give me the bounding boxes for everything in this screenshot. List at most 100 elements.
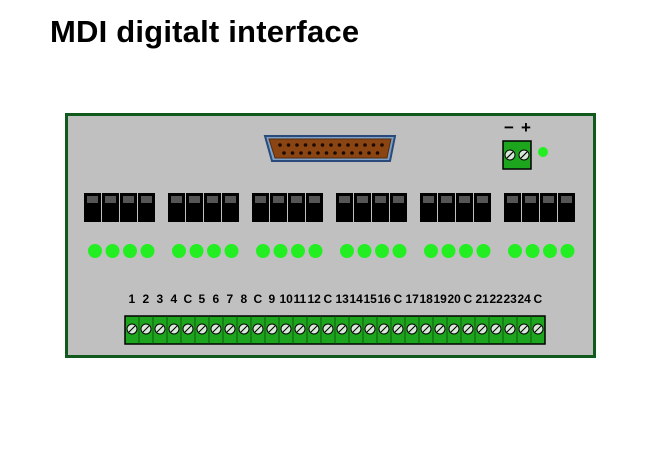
screw-slot bbox=[436, 325, 444, 333]
status-led bbox=[207, 244, 221, 258]
screw-slot bbox=[366, 325, 374, 333]
db25-pin bbox=[324, 151, 329, 155]
terminal-pin-label: 10 bbox=[279, 292, 293, 306]
terminal-pin-label: 1 bbox=[128, 292, 136, 306]
terminal-pin-label: 8 bbox=[240, 292, 248, 306]
db25-pin bbox=[341, 151, 346, 155]
status-led bbox=[441, 244, 456, 258]
db25-pin bbox=[290, 151, 295, 155]
db25-pin bbox=[350, 151, 354, 155]
terminal-pin-label: 9 bbox=[268, 292, 276, 306]
db25-connector bbox=[263, 135, 397, 162]
terminal-pin-label: C bbox=[533, 292, 543, 306]
screw-slot bbox=[282, 325, 290, 333]
screw-slot bbox=[156, 325, 164, 333]
screw-slot bbox=[268, 325, 276, 333]
screw-slot bbox=[394, 325, 402, 333]
relay-notch bbox=[291, 196, 302, 203]
screw-slot bbox=[478, 325, 486, 333]
terminal-pin-label: 21 bbox=[475, 292, 489, 306]
status-led bbox=[308, 244, 323, 258]
terminal-pin-label: 15 bbox=[363, 292, 377, 306]
db25-pin bbox=[286, 143, 291, 147]
board-diagram bbox=[84, 135, 575, 345]
relay-notch bbox=[255, 196, 266, 203]
db25-pin bbox=[316, 151, 320, 155]
relay-notch bbox=[189, 196, 200, 203]
power-terminal bbox=[502, 140, 548, 170]
screw-slot bbox=[352, 325, 360, 333]
screw-slot bbox=[324, 325, 332, 333]
terminal-pin-label: 3 bbox=[156, 292, 164, 306]
db25-pin bbox=[358, 151, 363, 155]
db25-pin bbox=[346, 143, 350, 147]
relay-notch bbox=[525, 196, 536, 203]
status-led bbox=[273, 244, 288, 258]
db25-pin bbox=[278, 143, 282, 147]
status-led bbox=[88, 244, 102, 258]
screw-slot bbox=[534, 325, 542, 333]
db25-pin bbox=[303, 143, 308, 147]
db25-pin bbox=[380, 143, 384, 147]
db25-pin bbox=[307, 151, 312, 155]
db25-pin bbox=[371, 143, 376, 147]
page-title: MDI digitalt interface bbox=[50, 14, 360, 49]
status-led bbox=[256, 244, 270, 258]
db25-pin bbox=[295, 143, 299, 147]
status-led bbox=[140, 244, 155, 258]
terminal-pin-label: C bbox=[393, 292, 403, 306]
status-led bbox=[224, 244, 239, 258]
status-led bbox=[424, 244, 438, 258]
terminal-pin-label: C bbox=[463, 292, 473, 306]
terminal-pin-label: 6 bbox=[212, 292, 220, 306]
status-led bbox=[291, 244, 305, 258]
terminal-pin-label: 13 bbox=[335, 292, 349, 306]
db25-body bbox=[268, 138, 392, 159]
terminal-pin-label: 23 bbox=[503, 292, 517, 306]
db25-pin bbox=[282, 151, 286, 155]
terminal-pin-label: 11 bbox=[293, 292, 307, 306]
status-led bbox=[476, 244, 491, 258]
screw-slot bbox=[240, 325, 248, 333]
status-led bbox=[123, 244, 137, 258]
screw-slot bbox=[506, 325, 514, 333]
relay-notch bbox=[357, 196, 368, 203]
relay-notch bbox=[339, 196, 350, 203]
screw-slot bbox=[380, 325, 388, 333]
terminal-pin-label: C bbox=[253, 292, 263, 306]
screw-slot bbox=[128, 325, 136, 333]
relay-notch bbox=[561, 196, 572, 203]
screw-slot bbox=[520, 325, 528, 333]
status-led bbox=[508, 244, 522, 258]
screw-slot bbox=[296, 325, 304, 333]
relay-notch bbox=[393, 196, 404, 203]
screw-slot bbox=[338, 325, 346, 333]
db25-pin bbox=[367, 151, 371, 155]
status-led bbox=[560, 244, 575, 258]
db25-pin bbox=[299, 151, 303, 155]
relay-notch bbox=[123, 196, 134, 203]
terminal-pin-label: 16 bbox=[377, 292, 391, 306]
terminal-pin-label: 14 bbox=[349, 292, 363, 306]
terminal-pin-label: 19 bbox=[433, 292, 447, 306]
relay-notch bbox=[507, 196, 518, 203]
relay-notch bbox=[273, 196, 284, 203]
terminal-pin-label: C bbox=[183, 292, 193, 306]
relay-notch bbox=[141, 196, 152, 203]
relay-notch bbox=[423, 196, 434, 203]
relay-notch bbox=[171, 196, 182, 203]
screw-slot bbox=[408, 325, 416, 333]
status-led bbox=[375, 244, 389, 258]
screw-slot bbox=[464, 325, 472, 333]
status-led bbox=[357, 244, 372, 258]
db25-pin bbox=[375, 151, 380, 155]
terminal-pin-label: 7 bbox=[226, 292, 234, 306]
power-plus-label: + bbox=[521, 118, 531, 137]
relay-notch bbox=[441, 196, 452, 203]
status-led bbox=[189, 244, 204, 258]
relay-notch bbox=[459, 196, 470, 203]
terminal-pin-label: 2 bbox=[142, 292, 150, 306]
terminal-pin-label: 12 bbox=[307, 292, 321, 306]
relay-notch bbox=[87, 196, 98, 203]
